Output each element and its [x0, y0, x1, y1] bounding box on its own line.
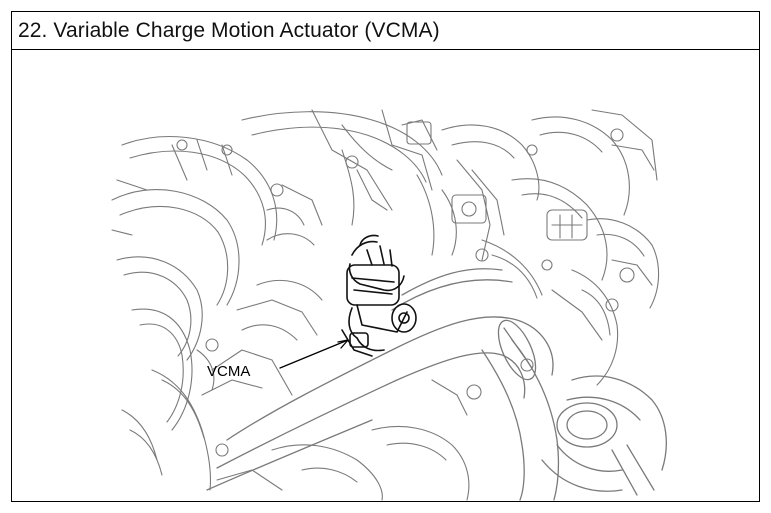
- engine-diagram-area: VCMA: [12, 50, 759, 501]
- engine-bay-line-drawing: VCMA: [111, 109, 667, 501]
- right-components-drawing: [475, 109, 660, 386]
- lower-engine-drawing: [196, 183, 534, 501]
- figure-title: 22. Variable Charge Motion Actuator (VCM…: [18, 19, 440, 42]
- vcma-leader-line: [279, 339, 349, 369]
- vcma-callout-label: VCMA: [207, 363, 250, 380]
- intake-manifold-drawing: [111, 136, 278, 491]
- title-bar: 22. Variable Charge Motion Actuator (VCM…: [12, 12, 759, 50]
- plenum-drawing: [241, 109, 540, 261]
- figure-frame: 22. Variable Charge Motion Actuator (VCM…: [11, 11, 760, 502]
- vcma-actuator-drawing: [341, 234, 417, 357]
- intake-hose-drawing: [206, 268, 667, 501]
